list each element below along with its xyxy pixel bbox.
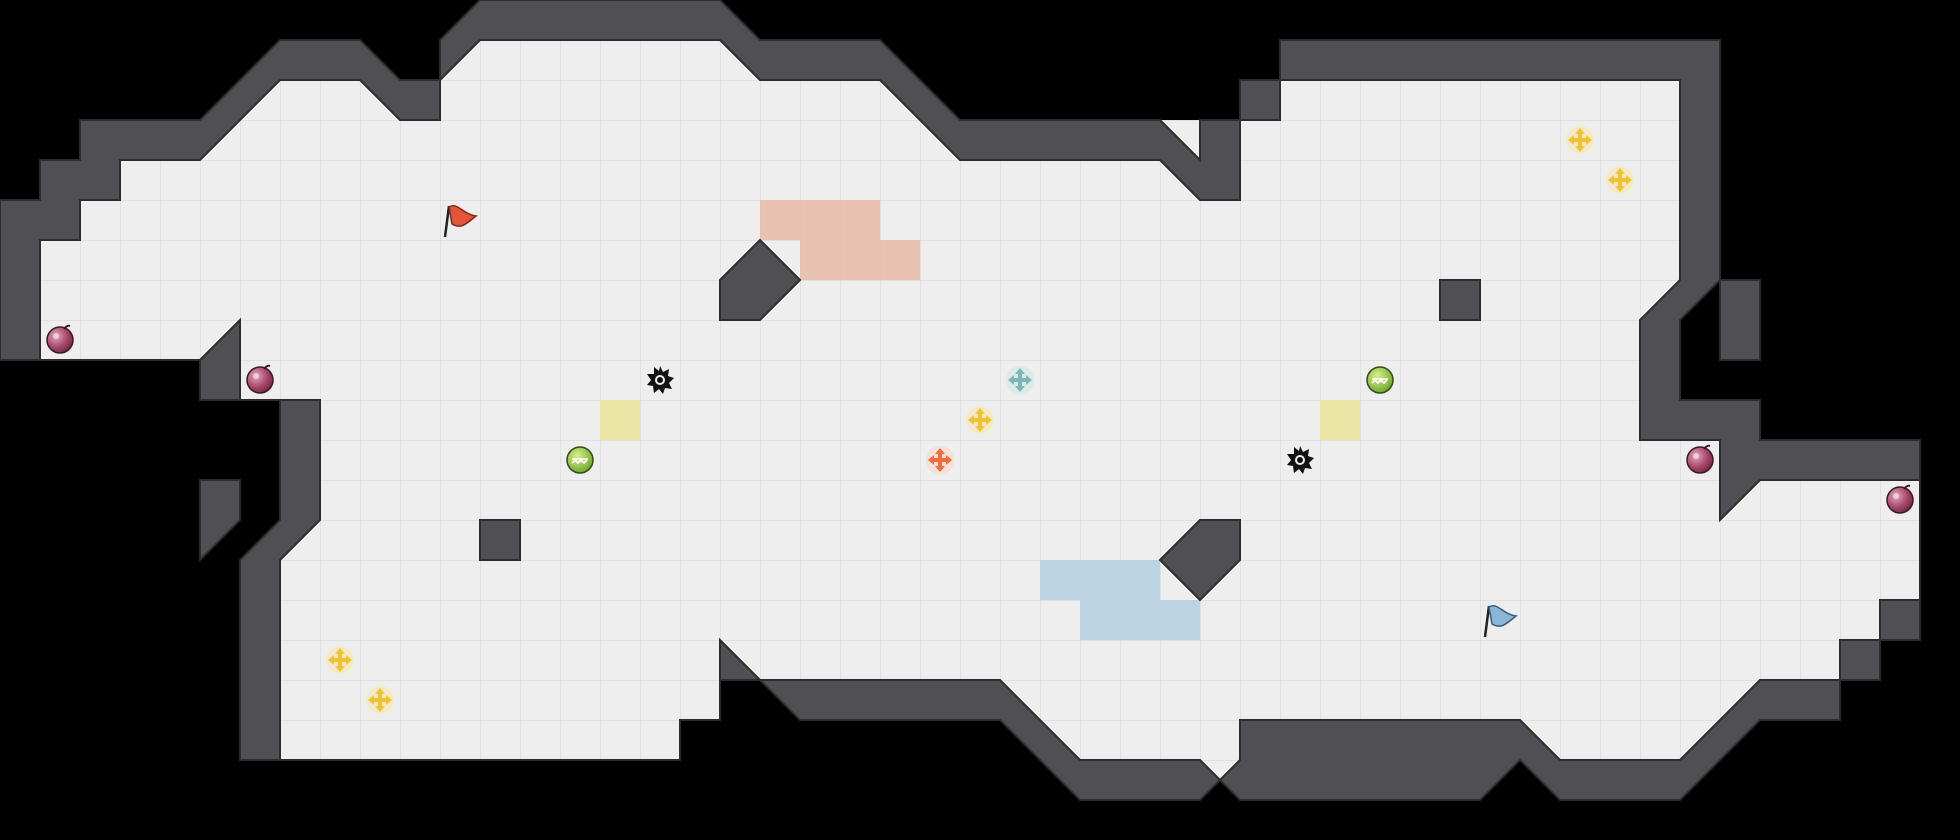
red-endzone-tile [880, 240, 920, 280]
blue-flag-icon[interactable] [1483, 605, 1518, 638]
outer-walls [0, 0, 1921, 801]
powerup-icon[interactable] [566, 446, 594, 474]
blue-endzone-tile [1120, 600, 1160, 640]
speed-boost-icon[interactable] [966, 406, 994, 434]
red-endzone-tile [760, 200, 800, 240]
red-endzone-tile [840, 240, 880, 280]
team-boost-blue-icon[interactable] [1006, 366, 1034, 394]
blue-endzone-tile [1120, 560, 1160, 600]
yellow-gate-tile [600, 400, 640, 440]
blue-endzone [1040, 560, 1200, 640]
speed-boost-icon[interactable] [1606, 166, 1634, 194]
blue-endzone-tile [1040, 560, 1080, 600]
bomb-icon[interactable] [1686, 444, 1714, 474]
wall-block [1158, 519, 1241, 602]
yellow-gate-tile [1320, 400, 1360, 440]
speed-boost-icon[interactable] [326, 646, 354, 674]
blue-endzone-tile [1160, 600, 1200, 640]
blue-endzone-tile [1080, 560, 1120, 600]
wall-block [719, 238, 802, 321]
wall-block [1719, 279, 1761, 361]
red-endzone-tile [800, 200, 840, 240]
bomb-icon[interactable] [1886, 484, 1914, 514]
speed-boost-icon[interactable] [1566, 126, 1594, 154]
red-endzone-tile [800, 240, 840, 280]
blue-endzone-tile [1080, 600, 1120, 640]
speed-boost-icon[interactable] [366, 686, 394, 714]
inner-walls [199, 238, 1761, 602]
red-flag-icon[interactable] [443, 205, 478, 238]
wall-block [199, 479, 241, 563]
floor [40, 0, 1920, 800]
bomb-icon[interactable] [246, 364, 274, 394]
red-endzone-tile [840, 200, 880, 240]
wall-block [479, 519, 521, 561]
red-endzone [760, 200, 920, 280]
powerup-icon[interactable] [1366, 366, 1394, 394]
team-boost-red-icon[interactable] [926, 446, 954, 474]
wall-block [1439, 279, 1481, 321]
bomb-icon[interactable] [46, 324, 74, 354]
